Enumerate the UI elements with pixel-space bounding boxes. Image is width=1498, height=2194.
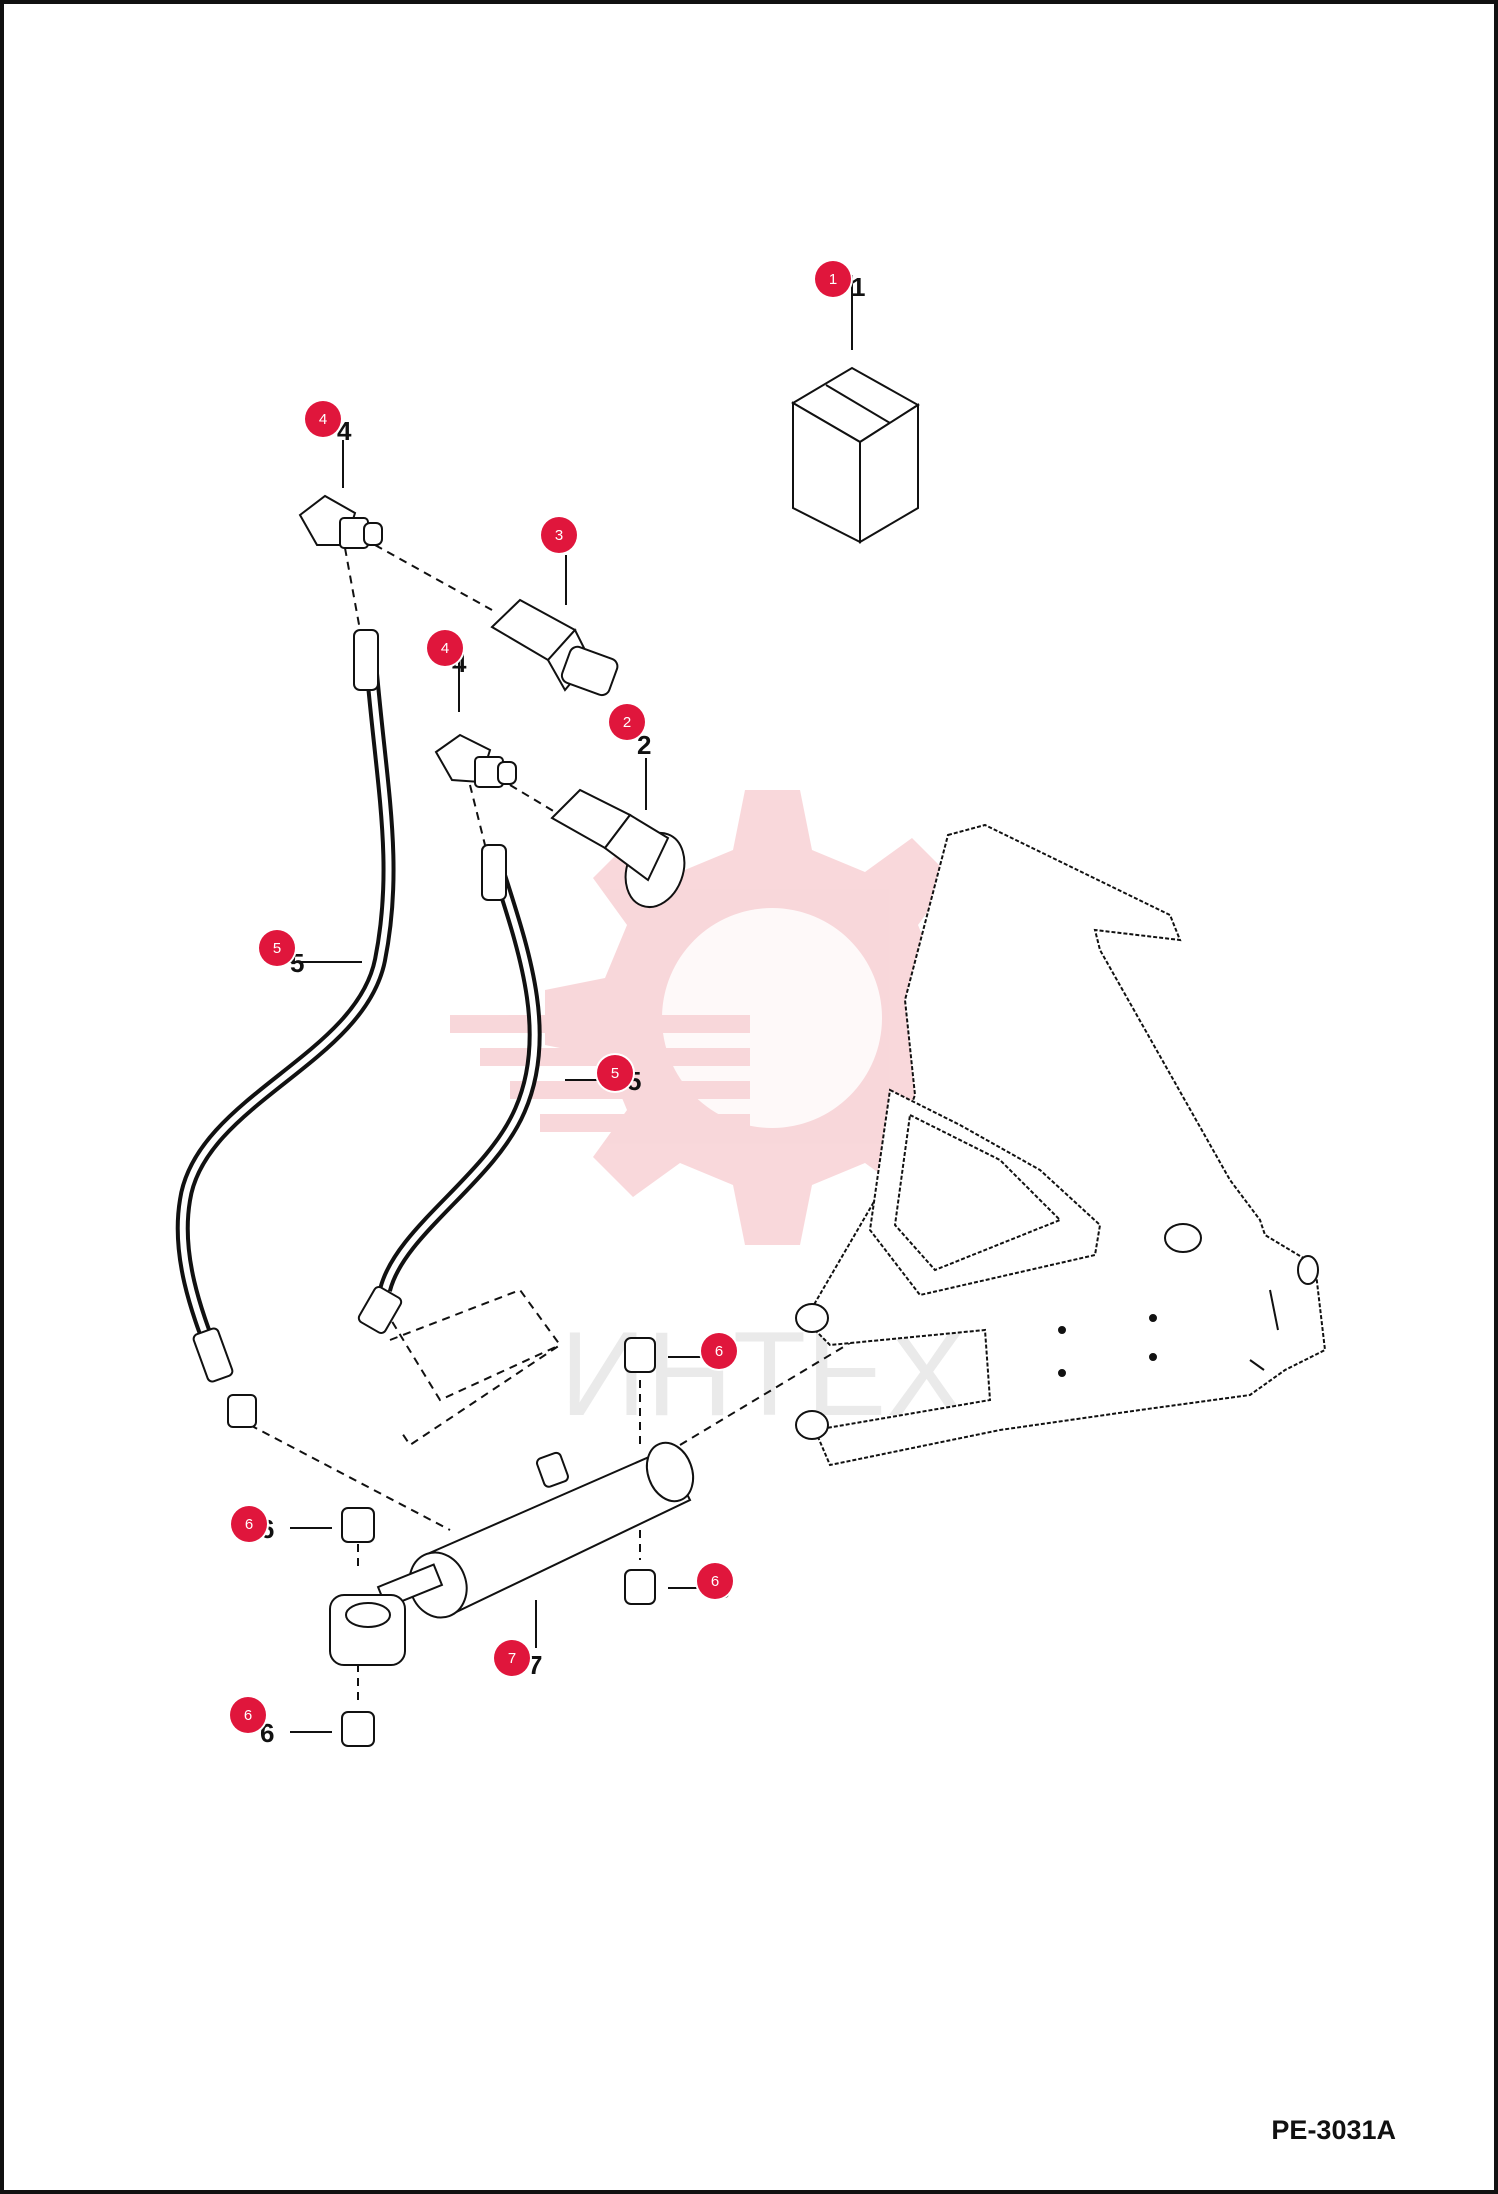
hose-left-icon <box>175 629 396 1428</box>
part-number-4-upper: 4 <box>337 416 352 446</box>
callout-5-hose-right[interactable]: 5 <box>597 1055 633 1091</box>
loader-arm-mount-icon <box>795 823 1327 1467</box>
bushing-right-bottom-icon <box>624 1569 712 1605</box>
part-number-7: 7 <box>528 1650 543 1680</box>
coupler-female-icon <box>550 758 686 908</box>
callout-4-elbow-lower[interactable]: 4 <box>427 630 463 666</box>
hydraulic-cylinder-icon <box>329 1441 695 1666</box>
callout-6-bushing-top-right[interactable]: 6 <box>701 1333 737 1369</box>
callout-4-elbow-upper[interactable]: 4 <box>305 401 341 437</box>
callout-2-coupler-female[interactable]: 2 <box>609 704 645 740</box>
callout-6-bushing-left-bottom[interactable]: 6 <box>230 1697 266 1733</box>
part-number-5-left: 5 <box>290 948 305 978</box>
part-number-1: 1 <box>851 272 866 302</box>
bushing-left-top-icon <box>290 1507 375 1543</box>
bushing-top-right-icon <box>624 1337 712 1373</box>
elbow-fitting-upper-icon <box>298 440 383 549</box>
hose-right-icon <box>357 844 612 1334</box>
callout-3-coupler-male[interactable]: 3 <box>541 517 577 553</box>
kit-box-icon <box>791 275 920 544</box>
callout-1-kit-box[interactable]: 1 <box>815 261 851 297</box>
callout-7-hydraulic-cylinder[interactable]: 7 <box>494 1640 530 1676</box>
callout-5-hose-left[interactable]: 5 <box>259 930 295 966</box>
diagram-code-label: PE-3031A <box>1271 2115 1396 2145</box>
coupler-male-icon <box>490 555 619 697</box>
bushing-left-bottom-icon <box>290 1711 375 1747</box>
callout-6-bushing-right-bottom[interactable]: 6 <box>697 1563 733 1599</box>
part-number-6-left-bottom: 6 <box>260 1718 275 1748</box>
part-number-2: 2 <box>637 730 652 760</box>
elbow-fitting-lower-icon <box>434 660 517 788</box>
callout-6-bushing-left-top[interactable]: 6 <box>231 1506 267 1542</box>
